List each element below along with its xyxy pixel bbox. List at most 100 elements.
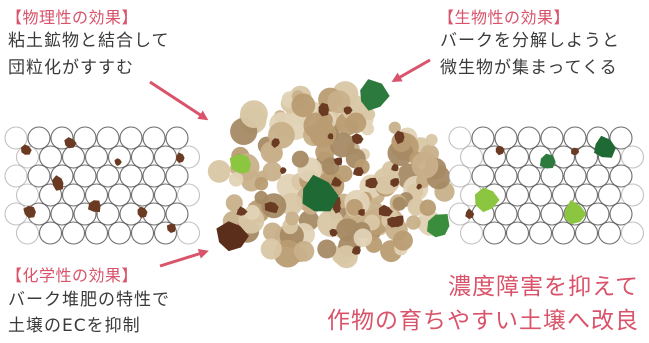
soil-grain bbox=[494, 126, 518, 150]
soil-aggregate-grain bbox=[327, 90, 351, 114]
soil-grain bbox=[38, 145, 63, 169]
microbe-icon bbox=[427, 214, 450, 238]
bark-particle-icon bbox=[329, 228, 338, 237]
soil-grain bbox=[142, 126, 166, 150]
soil-grain bbox=[107, 145, 132, 169]
bark-particle-icon bbox=[52, 175, 64, 191]
soil-grain bbox=[609, 164, 633, 188]
soil-grain bbox=[459, 221, 484, 245]
aggregated-soil-center bbox=[207, 81, 455, 269]
soil-aggregate-grain bbox=[262, 161, 283, 182]
soil-grain bbox=[494, 164, 518, 188]
soil-grain bbox=[620, 221, 645, 245]
bark-particle-icon bbox=[343, 106, 353, 115]
soil-grain bbox=[597, 221, 622, 245]
soil-grain bbox=[574, 145, 599, 169]
soil-aggregate-grain bbox=[392, 230, 413, 251]
soil-grain bbox=[597, 183, 622, 207]
bark-particle-icon bbox=[114, 158, 122, 166]
soil-aggregate-grain bbox=[388, 121, 401, 134]
biological-effect-line1: バークを分解しようと bbox=[440, 31, 620, 51]
soil-grain bbox=[505, 145, 530, 169]
soil-aggregate-grain bbox=[225, 194, 243, 212]
soil-grain bbox=[119, 164, 143, 188]
soil-aggregate-grain bbox=[317, 239, 337, 259]
soil-grain bbox=[50, 202, 74, 226]
soil-grain bbox=[27, 164, 51, 188]
microbe-group bbox=[229, 79, 616, 238]
biological-effect-heading: 【生物性の効果】 bbox=[438, 8, 571, 27]
bark-particle-icon bbox=[331, 176, 342, 187]
bark-particle-icon bbox=[176, 152, 185, 163]
soil-aggregate-grain bbox=[293, 241, 315, 262]
soil-aggregate-grain bbox=[228, 172, 244, 187]
bark-particle-icon bbox=[137, 206, 148, 218]
soil-grain bbox=[165, 164, 189, 188]
bark-particle-icon bbox=[416, 183, 423, 190]
soil-grain bbox=[96, 202, 120, 226]
bark-particle-icon bbox=[327, 133, 334, 140]
bark-particle-icon bbox=[353, 167, 364, 176]
soil-aggregate-grain bbox=[207, 160, 231, 183]
soil-aggregate-grain bbox=[353, 228, 373, 248]
soil-grain bbox=[176, 183, 201, 207]
bark-particle-icon bbox=[318, 102, 329, 117]
soil-grain bbox=[130, 221, 155, 245]
bark-particle-icon bbox=[392, 215, 404, 228]
soil-grain bbox=[84, 221, 109, 245]
bark-particle-icon bbox=[378, 204, 393, 217]
soil-grain bbox=[540, 164, 564, 188]
arrow-icon bbox=[159, 249, 209, 268]
soil-grain bbox=[130, 183, 155, 207]
soil-grain bbox=[574, 183, 599, 207]
soil-grain bbox=[563, 164, 587, 188]
soil-grain bbox=[4, 164, 28, 188]
soil-aggregate-grain bbox=[329, 132, 355, 158]
soil-aggregate-grain bbox=[285, 211, 300, 226]
soil-grain bbox=[482, 221, 507, 245]
soil-aggregate-grain bbox=[245, 204, 260, 220]
arrow-icon bbox=[391, 58, 431, 82]
conclusion-line2: 作物の育ちやすい土壌へ改良 bbox=[327, 308, 639, 334]
bark-particle-icon bbox=[21, 144, 32, 155]
soil-grain bbox=[4, 126, 28, 150]
soil-grain bbox=[528, 183, 553, 207]
microbe-icon bbox=[564, 200, 587, 225]
pointer-arrows bbox=[149, 58, 431, 268]
soil-grain bbox=[107, 183, 132, 207]
soil-aggregate-grain bbox=[334, 245, 358, 269]
soil-grain bbox=[505, 183, 530, 207]
microbe-icon bbox=[539, 153, 556, 169]
soil-aggregate-grain bbox=[336, 218, 360, 242]
soil-aggregate-grain bbox=[315, 142, 335, 162]
soil-grain bbox=[61, 183, 86, 207]
soil-grain bbox=[620, 183, 645, 207]
soil-aggregate-grain bbox=[254, 190, 268, 205]
soil-grain bbox=[574, 221, 599, 245]
bark-particle-icon bbox=[88, 200, 101, 213]
bark-particle-icon bbox=[391, 163, 399, 172]
soil-grain bbox=[609, 126, 633, 150]
physical-effect-line1: 粘土鉱物と結合して bbox=[8, 31, 170, 51]
soil-grain bbox=[551, 221, 576, 245]
soil-grain bbox=[96, 164, 120, 188]
soil-grain bbox=[165, 202, 189, 226]
microbe-icon bbox=[360, 79, 390, 111]
microbe-icon bbox=[474, 187, 500, 213]
soil-grain bbox=[620, 145, 645, 169]
conclusion-line1: 濃度障害を抑えて bbox=[448, 274, 639, 300]
bark-particle-icon bbox=[358, 209, 365, 216]
soil-grain bbox=[61, 221, 86, 245]
soil-grain bbox=[517, 164, 541, 188]
soil-grain bbox=[517, 126, 541, 150]
soil-grain bbox=[165, 126, 189, 150]
soil-aggregate-grain bbox=[411, 151, 439, 179]
soil-grain bbox=[27, 126, 51, 150]
soil-grain bbox=[551, 145, 576, 169]
soil-aggregate-grain bbox=[260, 238, 282, 260]
bark-particle-icon bbox=[166, 223, 176, 233]
physical-effect-heading: 【物理性の効果】 bbox=[6, 8, 139, 27]
bark-particle-icon bbox=[394, 130, 405, 145]
soil-aggregate-grain bbox=[406, 215, 421, 230]
